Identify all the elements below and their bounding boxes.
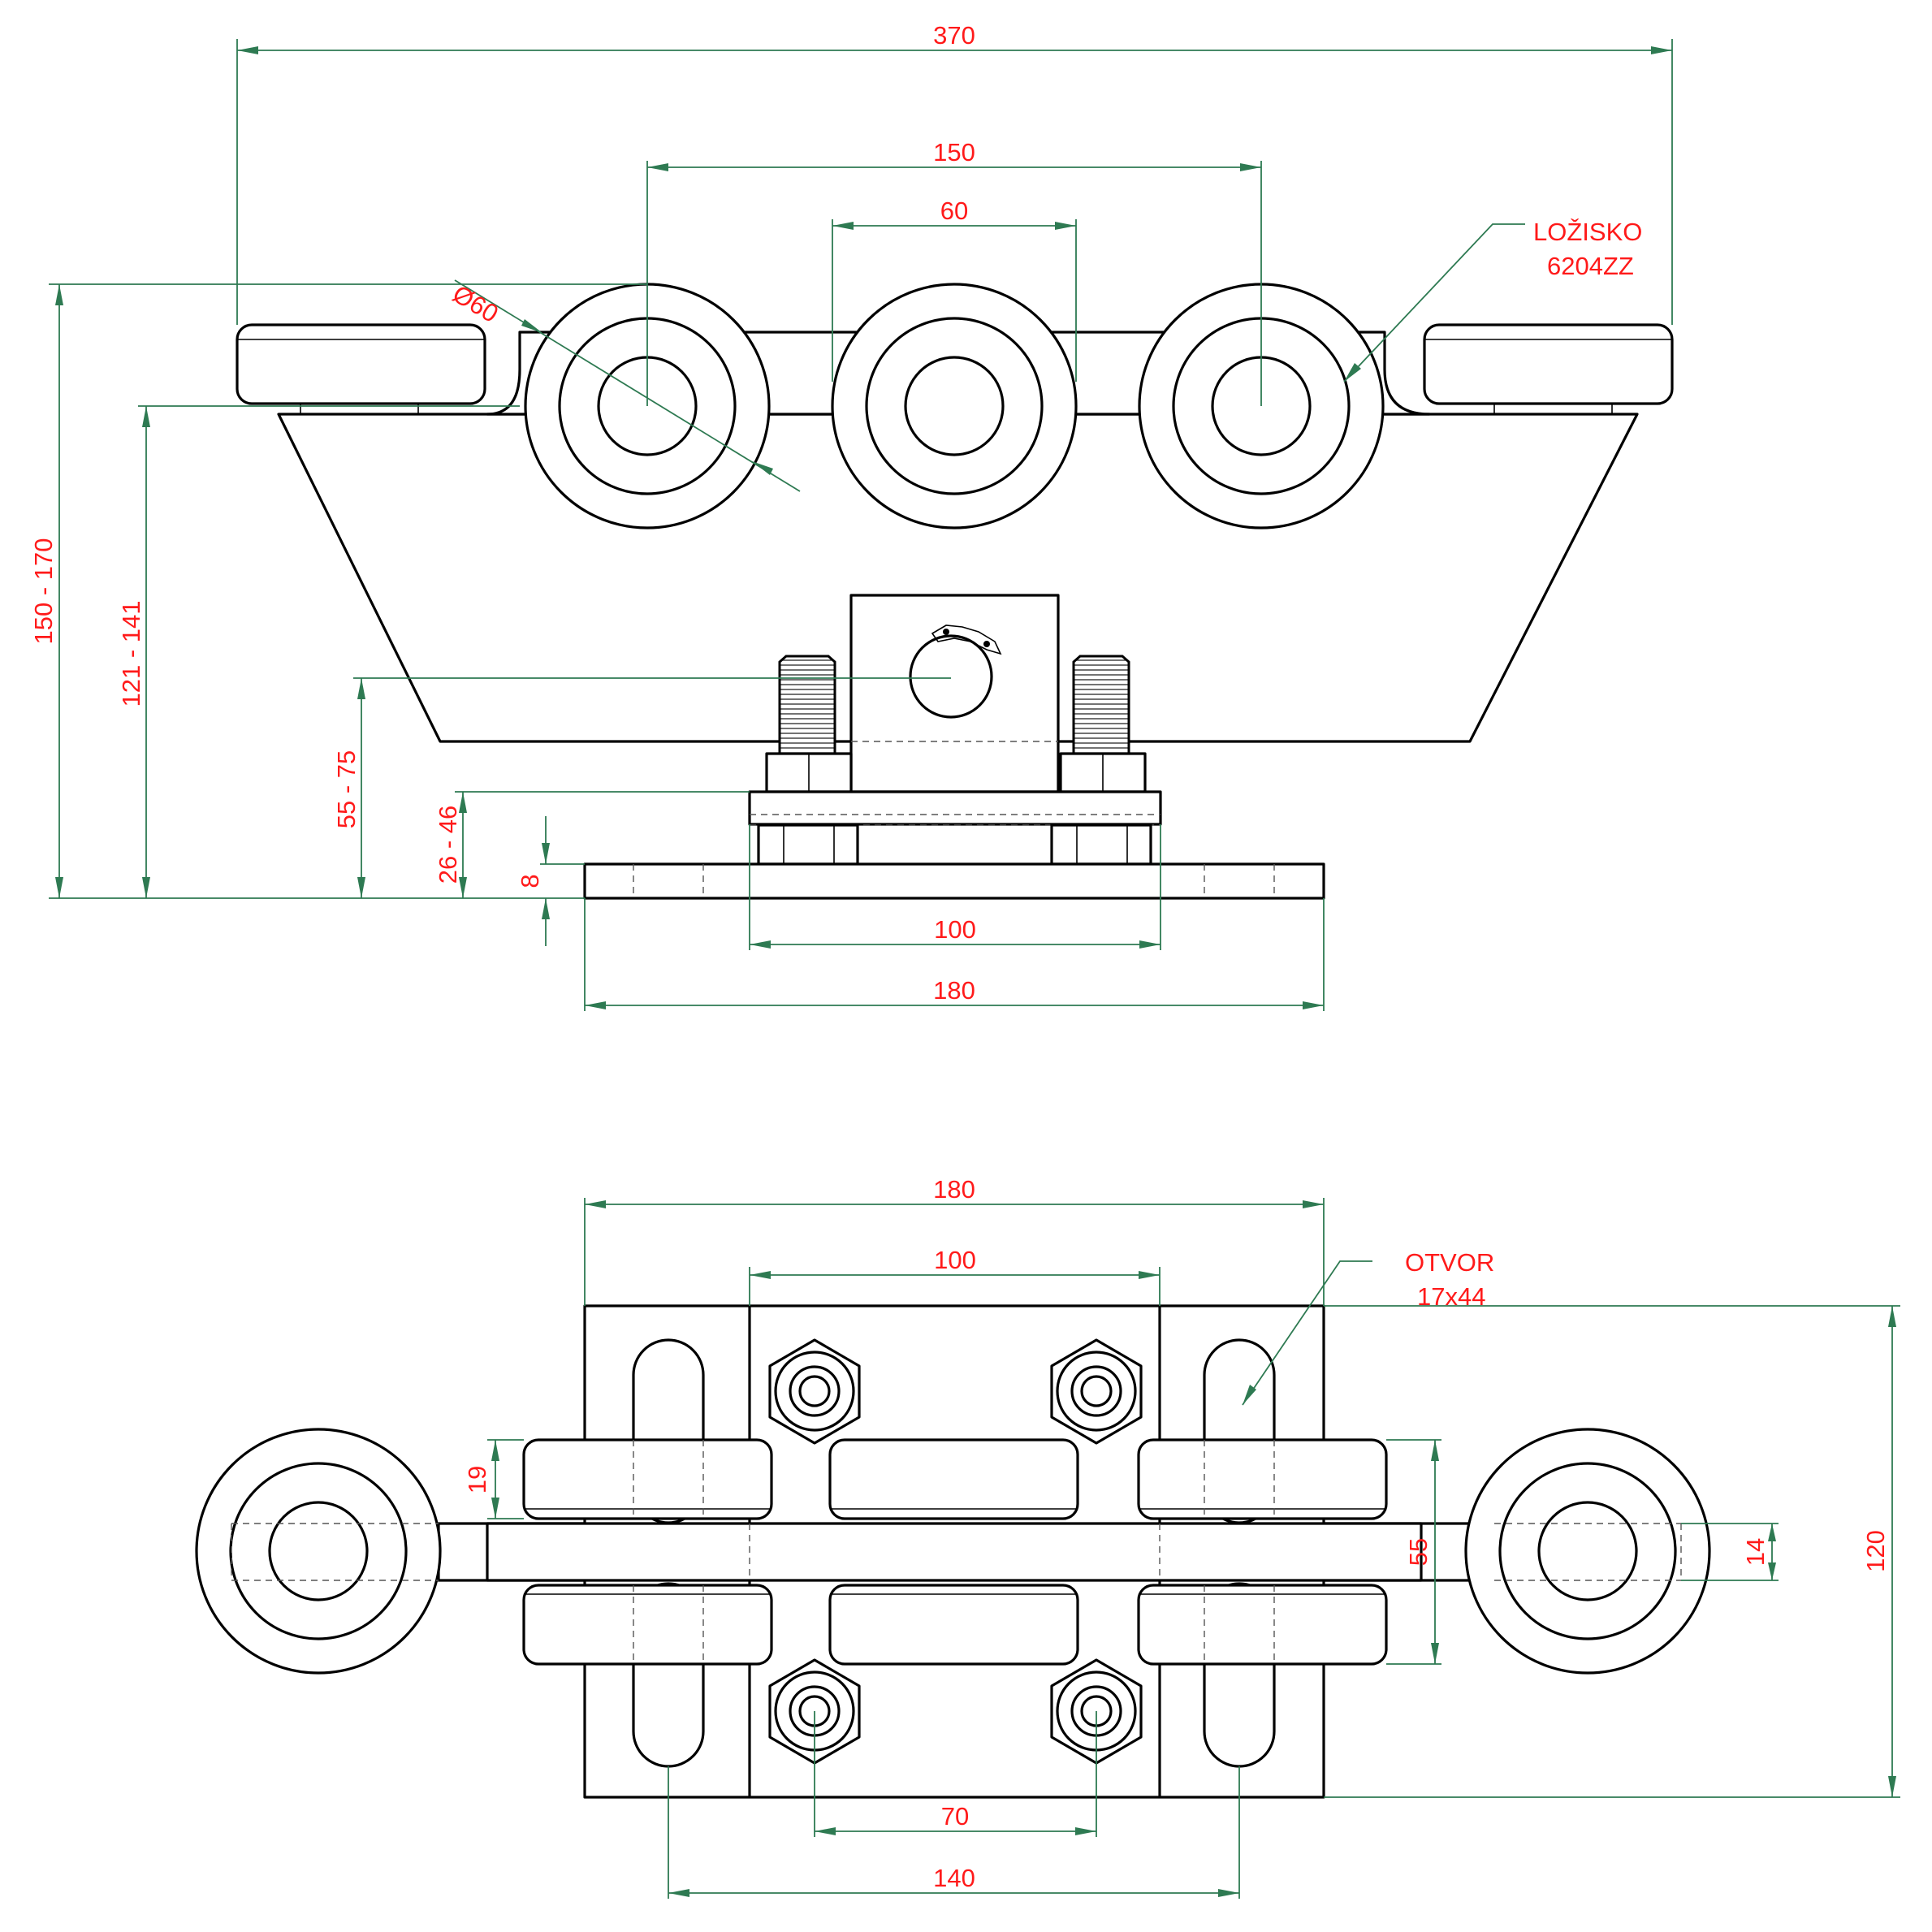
right-bolt [1072, 655, 1130, 757]
dim-55-label: 55 [1404, 1538, 1433, 1566]
dim-121-141-label: 121 - 141 [117, 601, 145, 707]
dim-top-plate-width: 180 [584, 1175, 1325, 1306]
dim-60-label: 60 [940, 197, 968, 225]
bearing-callout: LOŽISKO 6204ZZ [1343, 218, 1642, 383]
upper-nuts [765, 752, 1147, 793]
clamp-plate [748, 790, 1162, 826]
bearing-wheel-center [831, 283, 1078, 529]
hex-nut-top-right [1050, 1338, 1143, 1445]
callout-6204zz: 6204ZZ [1547, 252, 1634, 280]
right-guide-roller [1423, 323, 1674, 415]
dim-nut-height: 26 - 46 [434, 792, 467, 898]
dim-front-bolt-spacing: 100 [749, 824, 1161, 950]
dim-8-label: 8 [516, 874, 544, 888]
dim-100-top-label: 100 [934, 1246, 976, 1274]
dim-140-label: 140 [933, 1864, 975, 1892]
dim-plate-depth: 120 [1324, 1305, 1900, 1798]
dim-total-height: 150 - 170 [29, 284, 63, 898]
callout-lozisko: LOŽISKO [1533, 218, 1642, 246]
dim-150-170-label: 150 - 170 [29, 538, 58, 645]
left-guide-roller [236, 323, 486, 415]
pivot-bracket [849, 594, 1060, 793]
side-wheel-left [195, 1428, 442, 1675]
dim-wheel-width: 60 [832, 197, 1077, 382]
dim-100-front-label: 100 [934, 915, 976, 944]
dim-roller-height: 19 [463, 1439, 524, 1519]
dim-top-height: 121 - 141 [117, 406, 150, 898]
front-view: 370 150 60 Ø60 LOŽISKO [29, 21, 1674, 1011]
dim-180-front-label: 180 [933, 976, 975, 1005]
dim-plate-thickness: 8 [516, 816, 550, 946]
dim-120-label: 120 [1861, 1530, 1890, 1572]
dim-slot-spacing: 140 [668, 1766, 1240, 1899]
dim-front-plate-width: 180 [584, 898, 1325, 1011]
dim-180-top-label: 180 [933, 1175, 975, 1204]
dim-26-46-label: 26 - 46 [434, 806, 462, 884]
dim-inner-gap: 55 [1386, 1439, 1441, 1665]
dim-diameter-label: Ø60 [447, 279, 503, 328]
dim-nut-spacing: 70 [814, 1711, 1097, 1837]
hex-nut-top-left [768, 1338, 861, 1445]
dim-overall-width: 370 [236, 21, 1673, 325]
lower-nuts [757, 823, 1152, 866]
dim-channel-gap: 14 [1681, 1523, 1779, 1581]
dim-370-label: 370 [933, 21, 975, 50]
dim-19-label: 19 [463, 1466, 491, 1493]
dim-wheel-pitch: 150 [646, 138, 1262, 406]
top-view: 180 100 OTVOR 17x44 19 [195, 1175, 1900, 1899]
left-bolt [778, 655, 836, 757]
base-plate [583, 862, 1325, 900]
guide-rollers-top [522, 1438, 1388, 1666]
dim-14-label: 14 [1741, 1538, 1770, 1566]
side-wheel-right [1464, 1428, 1711, 1675]
dim-top-bolt-spacing: 100 [749, 1246, 1160, 1306]
dim-55-75-label: 55 - 75 [332, 750, 361, 829]
callout-otvor: OTVOR [1405, 1248, 1494, 1277]
dim-bracket-height: 55 - 75 [332, 678, 365, 898]
dim-150-label: 150 [933, 138, 975, 166]
dim-70-label: 70 [941, 1802, 969, 1830]
